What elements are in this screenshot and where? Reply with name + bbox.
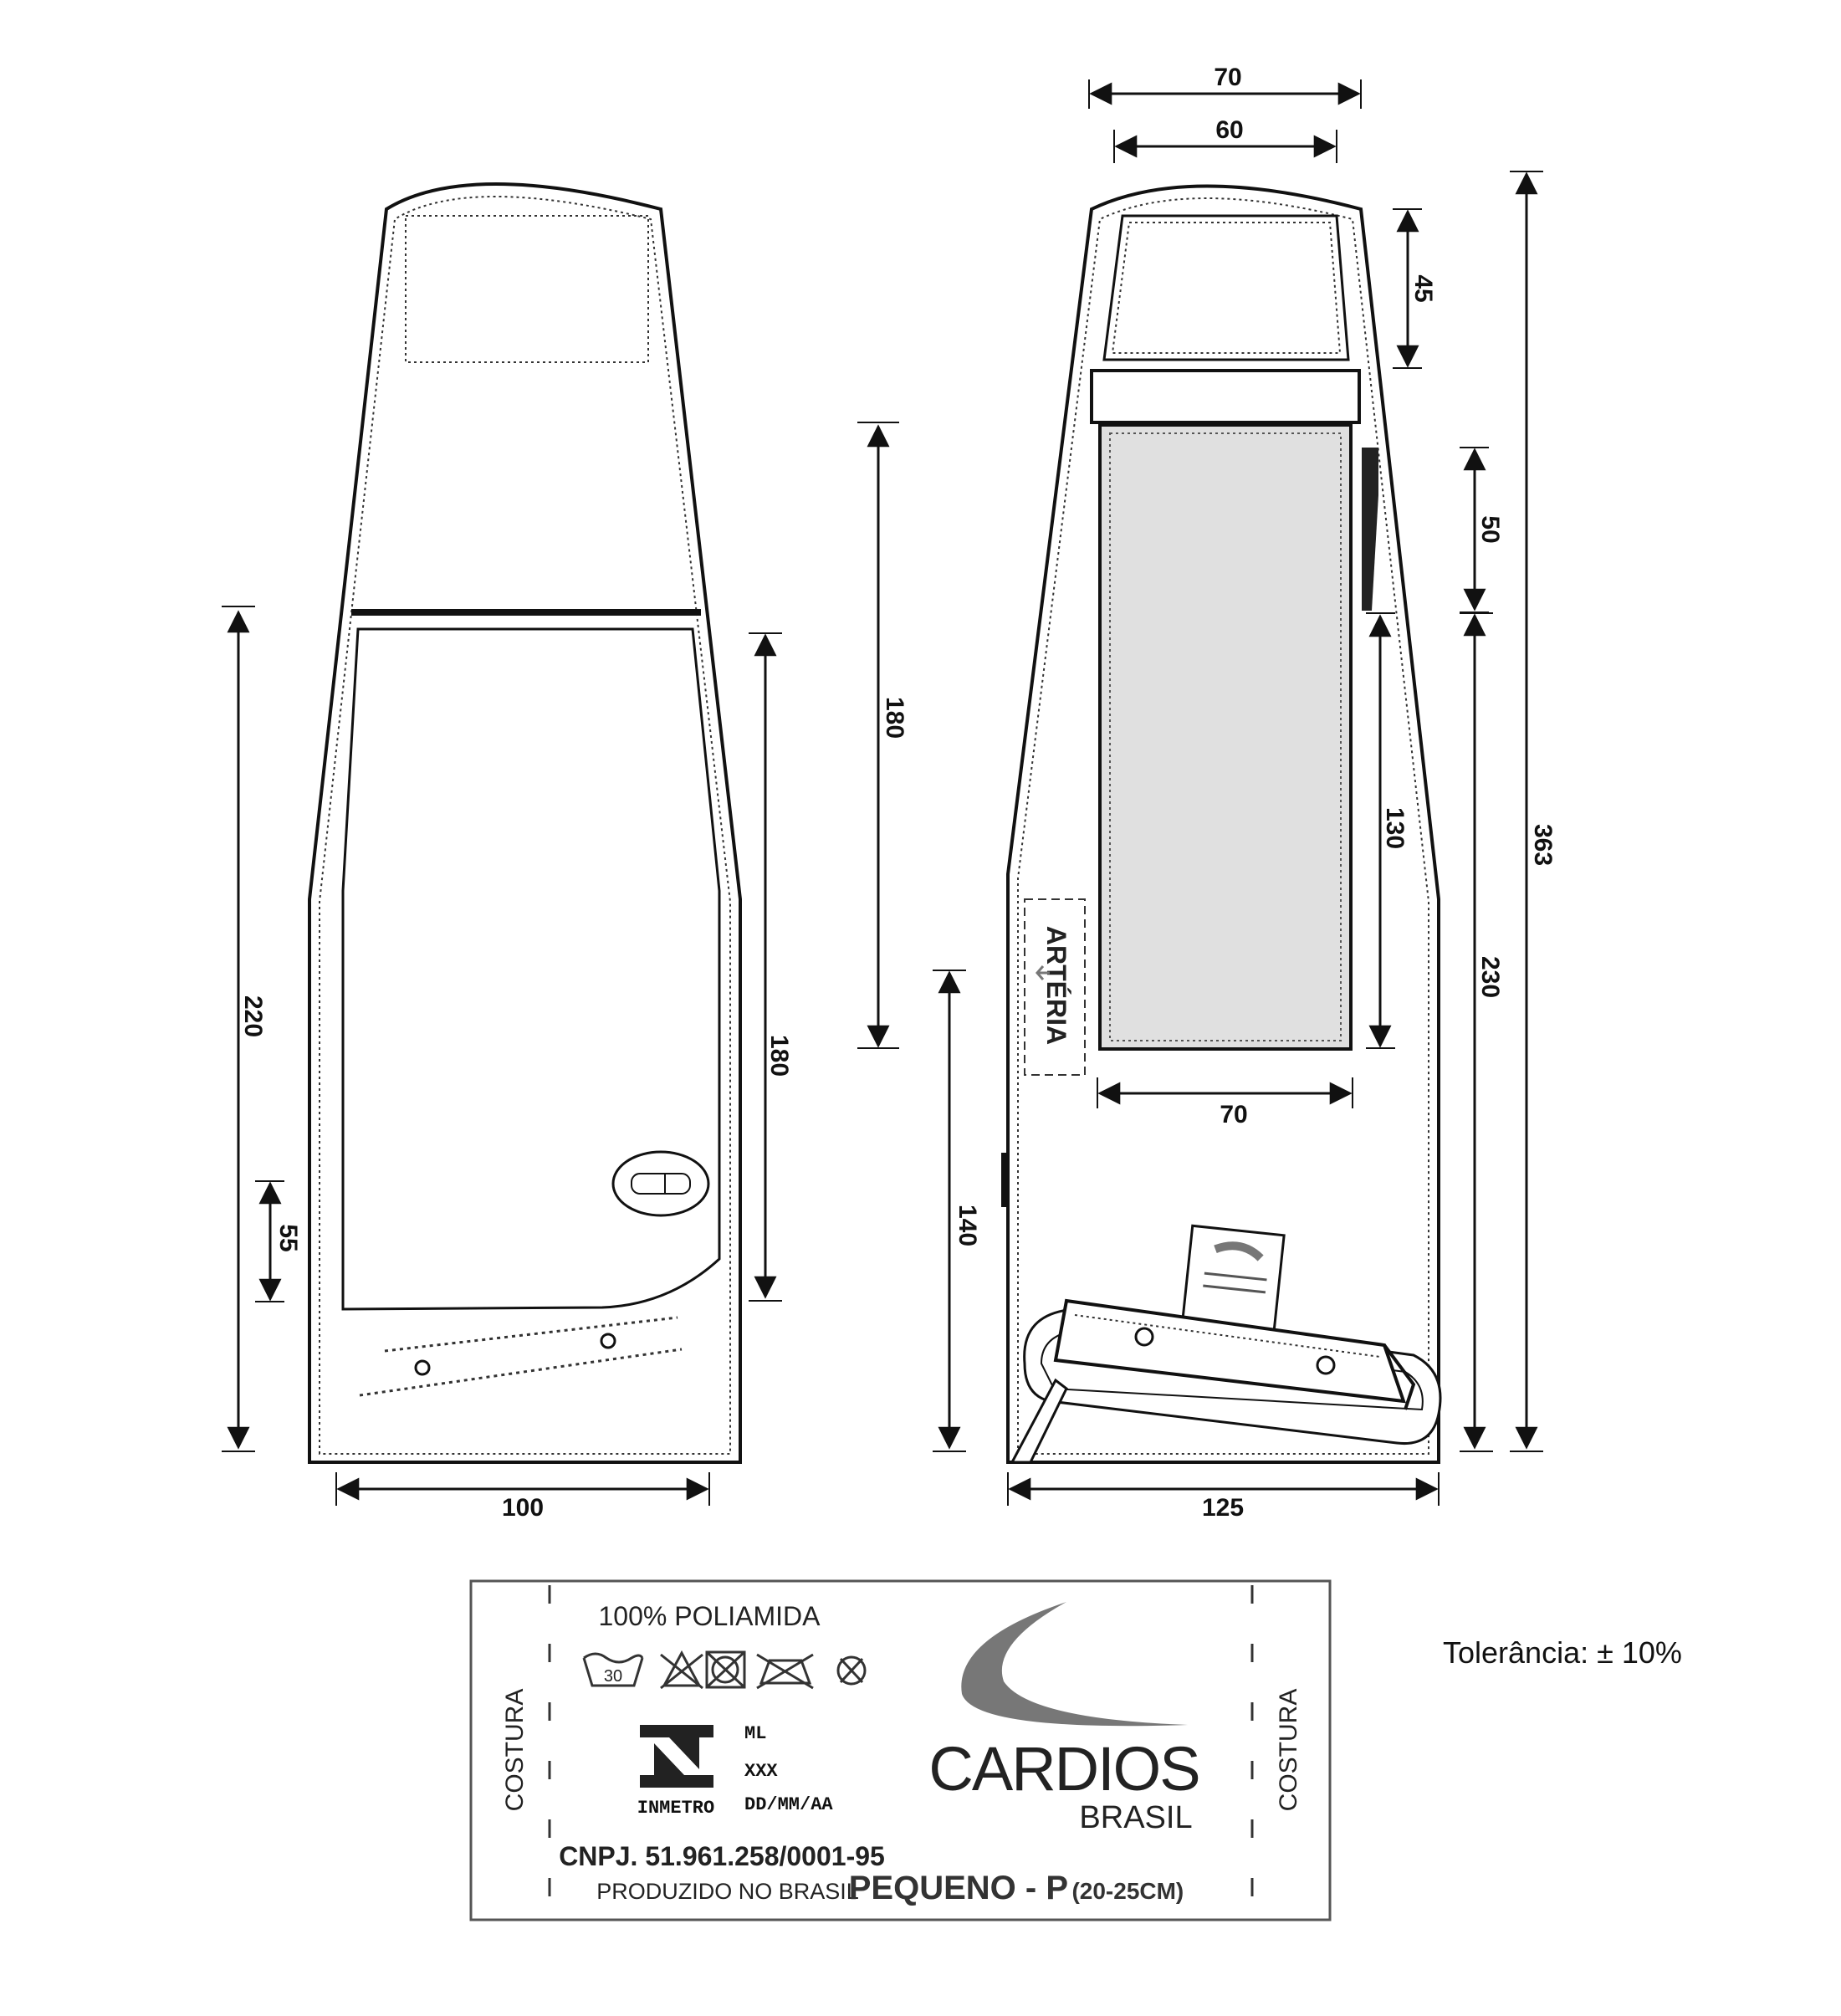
no-iron-icon <box>756 1653 814 1690</box>
right-view-outline: ARTÉRIA <box>1001 184 1442 1464</box>
left-view-outline <box>308 182 742 1464</box>
dim-363-text: 363 <box>1529 824 1557 866</box>
inmetro-text: INMETRO <box>637 1798 714 1819</box>
tolerance-note: Tolerância: ± 10% <box>1443 1635 1682 1670</box>
no-dry-clean-icon <box>836 1655 867 1686</box>
origin-text: PRODUZIDO NO BRASIL <box>596 1879 859 1904</box>
dim-220-text: 220 <box>239 995 267 1037</box>
right-dim-130: 130 <box>1366 612 1409 1049</box>
right-dim-363: 363 <box>1510 171 1557 1452</box>
cardios-logo-icon <box>961 1602 1188 1727</box>
size-main-text: PEQUENO - P <box>849 1870 1068 1906</box>
seam-left-text: COSTURA <box>501 1689 529 1812</box>
date-text: DD/MM/AA <box>744 1794 833 1815</box>
xxx-text: XXX <box>744 1761 778 1782</box>
wash-30-icon: 30 <box>582 1652 644 1687</box>
brand-sub-text: BRASIL <box>1079 1800 1192 1835</box>
seam-right-text: COSTURA <box>1275 1689 1302 1812</box>
dim-100-text: 100 <box>502 1494 544 1522</box>
dim-130-text: 130 <box>1381 807 1409 849</box>
ml-text: ML <box>744 1723 766 1744</box>
arteria-label: ARTÉRIA <box>1041 926 1071 1045</box>
cnpj-text: CNPJ. 51.961.258/0001-95 <box>559 1841 885 1871</box>
dim-180-upper-text: 180 <box>881 697 908 739</box>
dim-230-text: 230 <box>1476 956 1504 998</box>
dim-70-window-text: 70 <box>1220 1101 1247 1128</box>
size-text: PEQUENO - P (20-25CM) <box>849 1870 1184 1906</box>
left-dim-100: 100 <box>335 1472 710 1522</box>
dim-60-top-text: 60 <box>1215 116 1243 144</box>
dim-70-top-text: 70 <box>1214 64 1241 91</box>
inmetro-logo-icon <box>640 1725 713 1788</box>
garment-label: COSTURA COSTURA 100% POLIAMIDA 30 <box>469 1579 1332 1921</box>
left-dim-55: 55 <box>255 1180 302 1302</box>
left-dim-180-upper: 180 <box>857 422 908 1049</box>
size-range-text: (20-25CM) <box>1071 1878 1184 1904</box>
dim-180-window-text: 180 <box>765 1035 793 1077</box>
no-tumble-dry-icon <box>705 1650 746 1689</box>
brand-text: CARDIOS <box>928 1734 1199 1804</box>
right-dim-70-window: 70 <box>1097 1077 1353 1128</box>
right-dim-50: 50 <box>1460 447 1504 613</box>
right-dim-70-top: 70 <box>1088 64 1362 109</box>
cardios-card <box>1179 1224 1286 1349</box>
right-dim-230: 230 <box>1460 612 1504 1452</box>
left-dim-220: 220 <box>222 606 267 1452</box>
dim-55-text: 55 <box>274 1224 302 1251</box>
dim-125-text: 125 <box>1202 1494 1244 1522</box>
right-dim-60-top: 60 <box>1113 116 1337 163</box>
no-bleach-icon <box>660 1650 703 1690</box>
right-dim-140: 140 <box>933 970 981 1452</box>
right-dim-125: 125 <box>1007 1472 1440 1522</box>
dim-140-text: 140 <box>954 1205 981 1246</box>
wash-temp-text: 30 <box>604 1667 622 1686</box>
material-text: 100% POLIAMIDA <box>599 1601 821 1631</box>
right-dim-45: 45 <box>1393 208 1437 369</box>
dim-50-text: 50 <box>1476 515 1504 543</box>
dim-45-text: 45 <box>1409 274 1437 302</box>
left-dim-180-window: 180 <box>749 632 793 1302</box>
